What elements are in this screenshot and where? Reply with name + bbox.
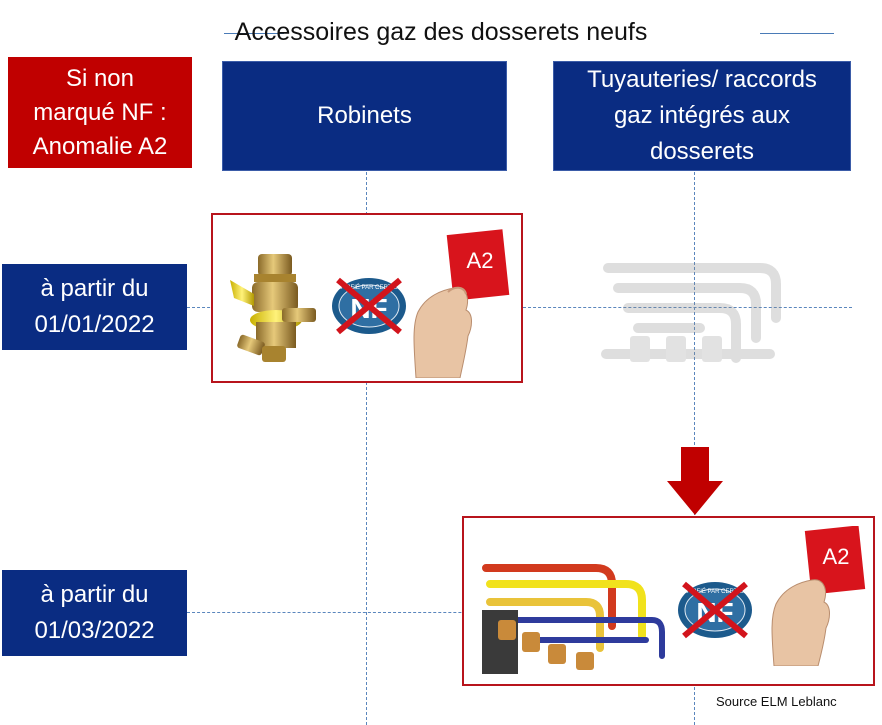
column-header-tuyauteries: Tuyauteries/ raccords gaz intégrés aux d… <box>553 61 851 171</box>
grid-line-col1 <box>366 172 367 725</box>
anomaly-legend-box: Si non marqué NF : Anomalie A2 <box>8 57 192 168</box>
row-label-2022-03: à partir du 01/03/2022 <box>2 570 187 656</box>
card-badge: A2 <box>467 248 494 273</box>
red-card-hand-icon: A2 <box>413 229 510 378</box>
row-label-2022-01: à partir du 01/01/2022 <box>2 264 187 350</box>
nf-certigaz-logo-icon: CERTIFIÉ PAR CERTIGAZ NF <box>332 277 406 335</box>
gas-pipes-icon <box>601 263 781 363</box>
card-badge: A2 <box>823 544 850 569</box>
gas-pipes-icon <box>482 564 665 674</box>
column-header-robinets: Robinets <box>222 61 507 171</box>
page-title: Accessoires gaz des dosserets neufs <box>234 18 648 46</box>
title-rule-left <box>224 33 284 34</box>
nf-certigaz-logo-icon: CERTIFIÉ PAR CERTIGAZ NF <box>678 581 752 639</box>
title-rule-right <box>760 33 834 34</box>
gas-valve-icon <box>230 254 316 362</box>
nf-ring-text: CERTIFIÉ PAR CERTIGAZ <box>333 284 406 291</box>
down-arrow-icon <box>667 447 723 515</box>
nf-ring-text: CERTIFIÉ PAR CERTIGAZ <box>679 588 752 595</box>
grid-line-row2 <box>187 612 587 613</box>
red-card-hand-icon: A2 <box>771 526 866 666</box>
source-credit: Source ELM Leblanc <box>716 694 837 709</box>
